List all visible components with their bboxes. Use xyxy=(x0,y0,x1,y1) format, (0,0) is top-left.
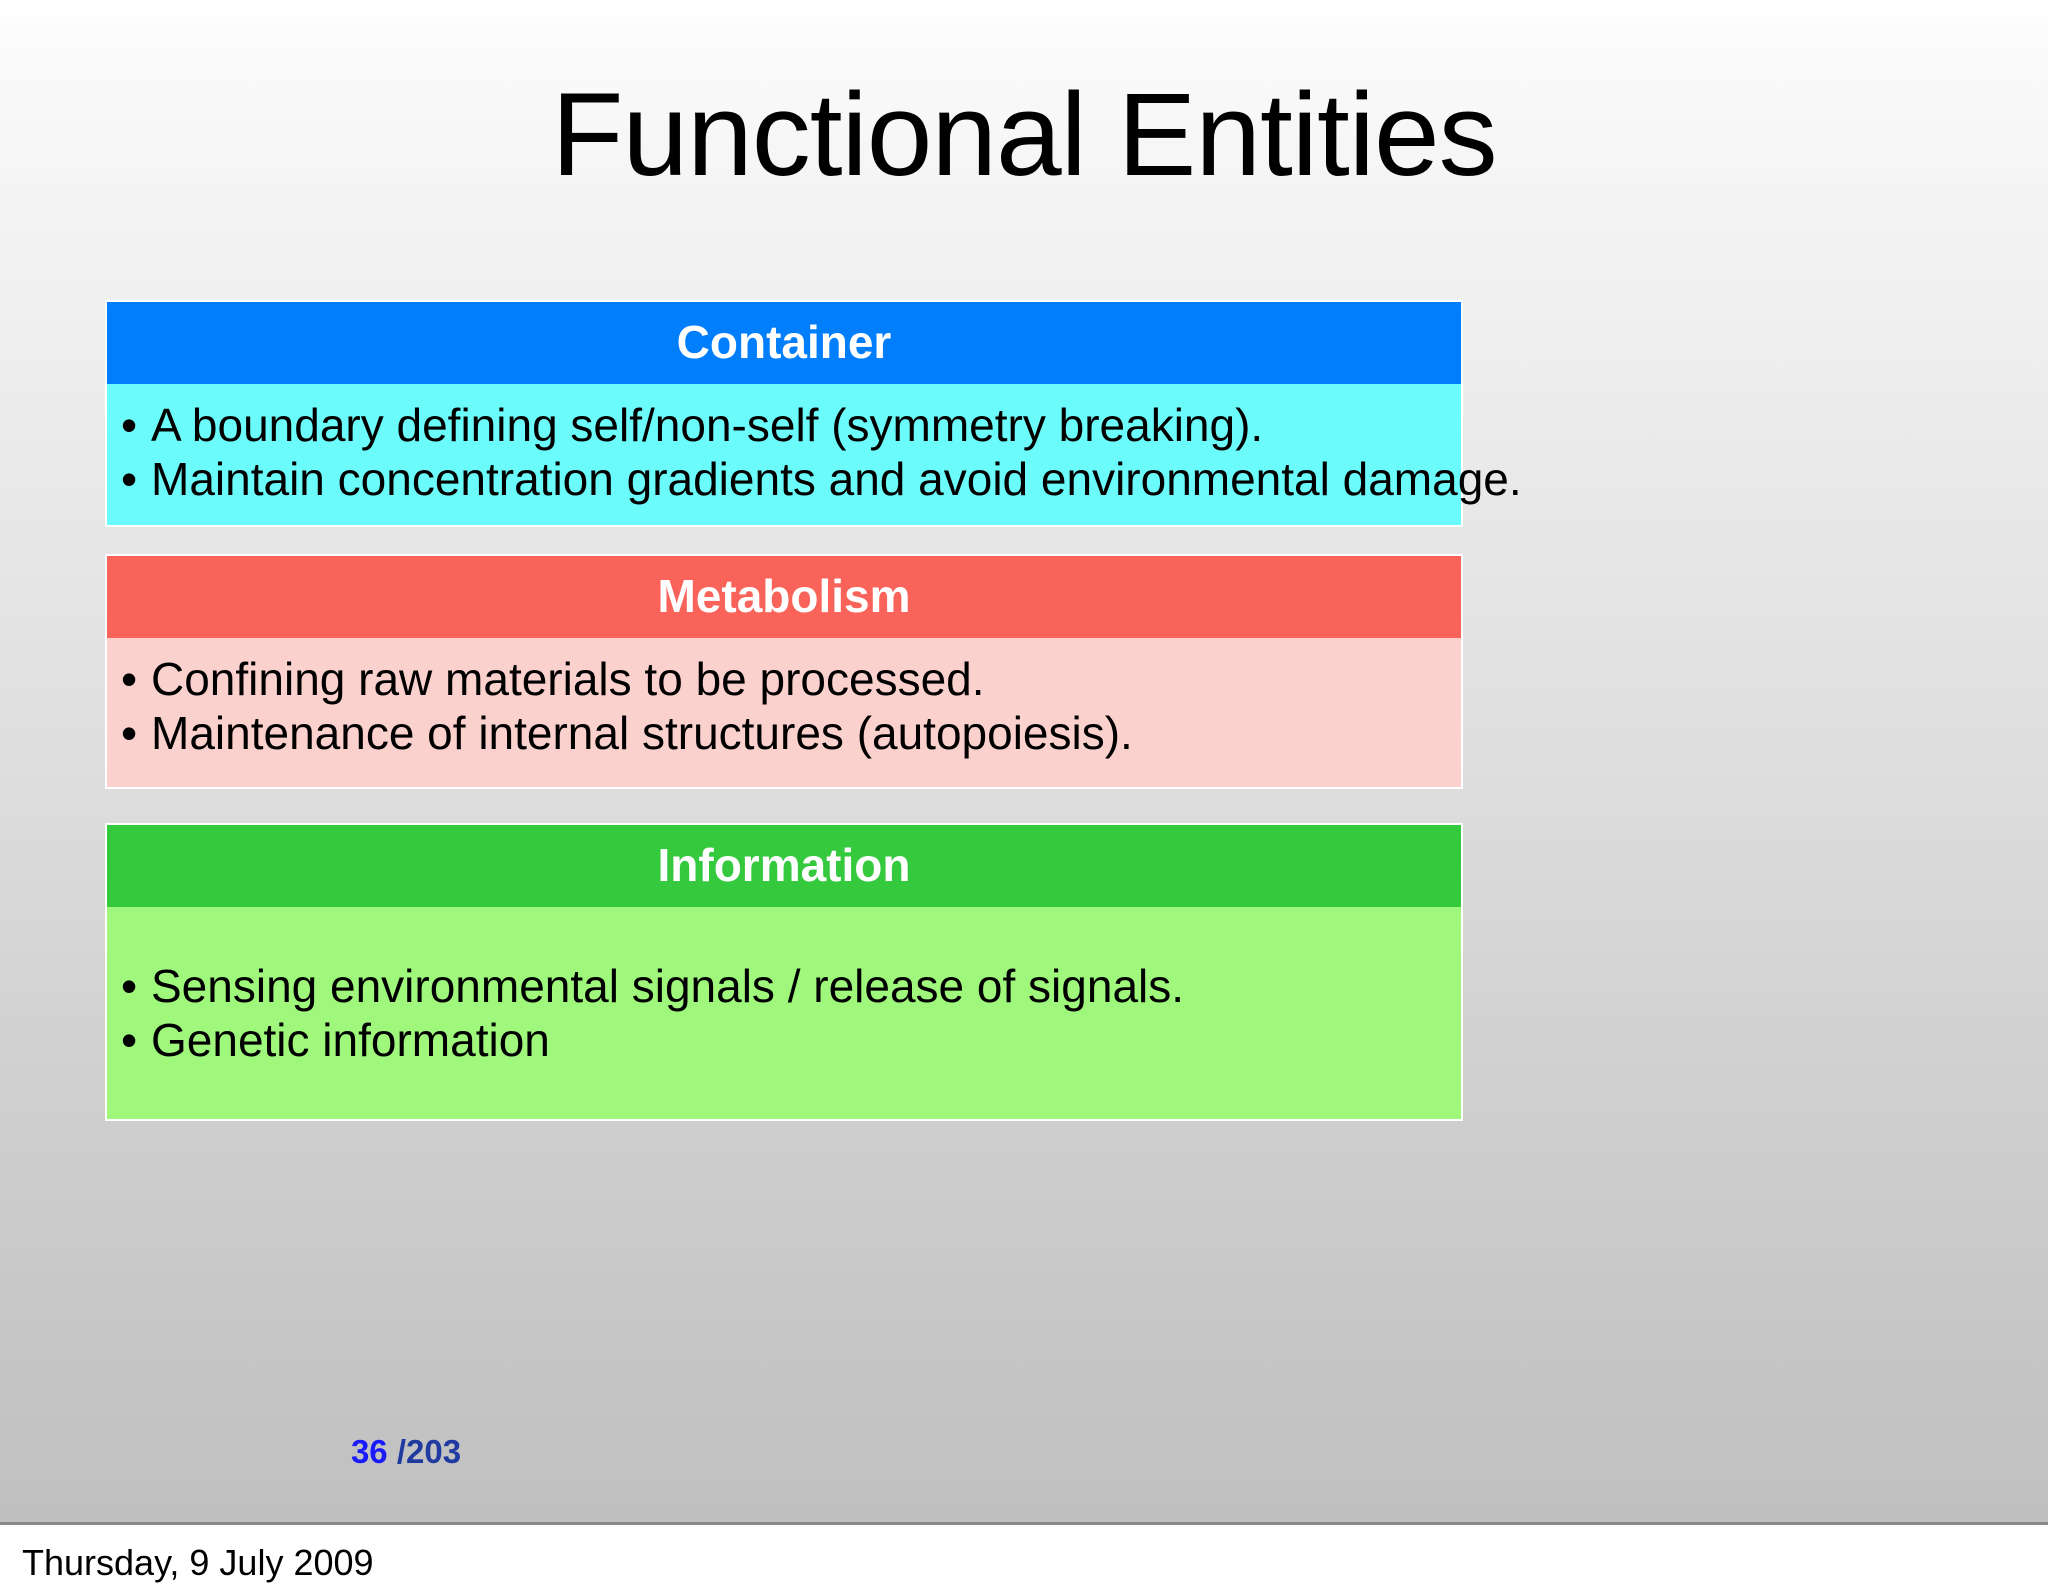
page-number: 36 /203 xyxy=(351,1433,461,1471)
bullet-dot-icon: • xyxy=(121,1014,138,1067)
bullet-dot-icon: • xyxy=(121,707,138,760)
bullet-item: •Maintenance of internal structures (aut… xyxy=(107,706,1461,760)
bullet-item: •Confining raw materials to be processed… xyxy=(107,652,1461,706)
page-number-current: 36 xyxy=(350,1433,388,1470)
bullet-dot-icon: • xyxy=(121,453,138,506)
footer-date: Thursday, 9 July 2009 xyxy=(22,1542,374,1583)
bullet-text: Genetic information xyxy=(151,1014,550,1067)
bullet-text: Sensing environmental signals / release … xyxy=(151,960,1185,1012)
bullet-dot-icon: • xyxy=(121,653,138,705)
slide-canvas: Functional Entities Container •A boundar… xyxy=(0,0,2048,1525)
bullet-dot-icon: • xyxy=(121,399,138,451)
section-header-information: Information xyxy=(105,823,1463,907)
bullet-text: Maintenance of internal structures (auto… xyxy=(151,707,1133,760)
page-title: Functional Entities xyxy=(551,69,1497,201)
section-information: Information •Sensing environmental signa… xyxy=(105,823,1463,1122)
section-metabolism: Metabolism •Confining raw materials to b… xyxy=(105,554,1463,789)
section-header-container: Container xyxy=(105,300,1463,384)
bullet-item: •A boundary defining self/non-self (symm… xyxy=(107,398,1461,452)
page-number-total: /203 xyxy=(396,1433,462,1470)
section-body-information: •Sensing environmental signals / release… xyxy=(105,907,1463,1122)
sections-list: Container •A boundary defining self/non-… xyxy=(105,300,1522,1122)
bullet-item: •Genetic information xyxy=(107,1013,1461,1067)
bullet-item: •Maintain concentration gradients and av… xyxy=(107,452,1522,506)
bullet-text: Confining raw materials to be processed. xyxy=(151,653,985,705)
section-body-metabolism: •Confining raw materials to be processed… xyxy=(105,638,1463,789)
bullet-text: Maintain concentration gradients and avo… xyxy=(151,453,1522,506)
footer-bar: Thursday, 9 July 2009 xyxy=(0,1528,2048,1593)
section-header-metabolism: Metabolism xyxy=(105,554,1463,638)
section-container: Container •A boundary defining self/non-… xyxy=(105,300,1522,527)
bullet-dot-icon: • xyxy=(121,960,138,1012)
bullet-text: A boundary defining self/non-self (symme… xyxy=(151,399,1264,451)
bullet-item: •Sensing environmental signals / release… xyxy=(107,959,1461,1013)
section-body-container: •A boundary defining self/non-self (symm… xyxy=(105,384,1522,527)
